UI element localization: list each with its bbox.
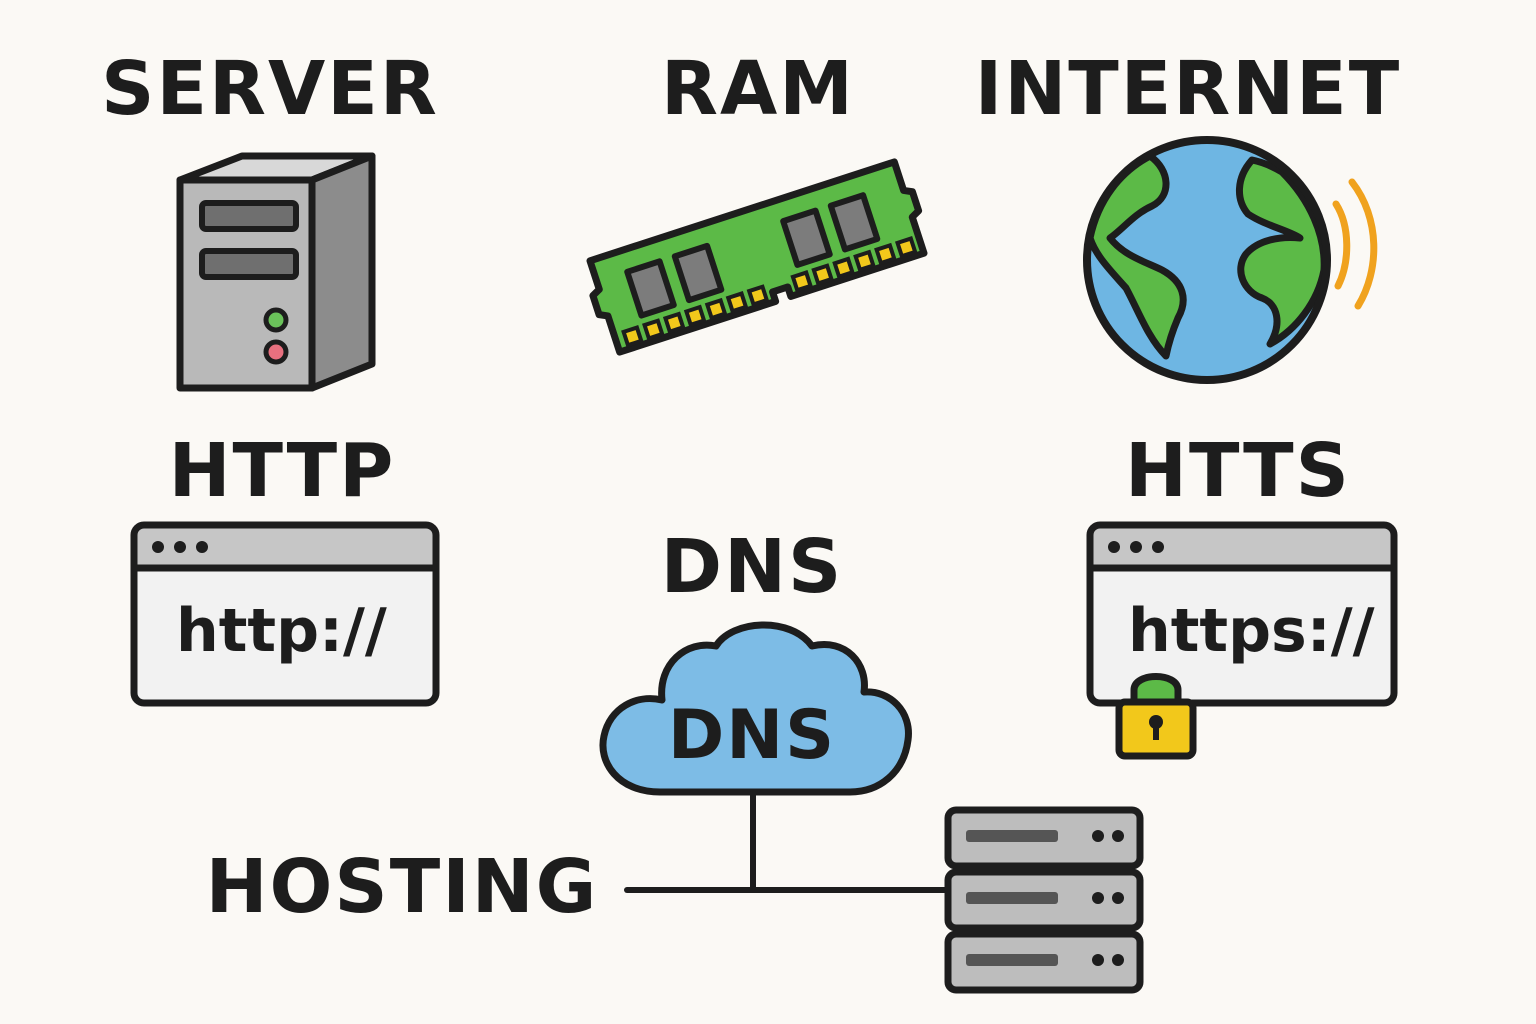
internet-group: INTERNET	[975, 46, 1401, 384]
http-label: HTTP	[169, 428, 396, 514]
cloud-icon: DNS	[599, 621, 912, 796]
server-rack-icon	[944, 806, 1144, 994]
secure-browser-window-icon: https://	[1086, 521, 1398, 760]
server-label: SERVER	[101, 46, 439, 132]
padlock-icon	[1115, 673, 1197, 760]
hosting-group: HOSTING	[206, 806, 1144, 994]
http-group: HTTP http://	[130, 428, 440, 707]
dns-group: DNS DNS	[599, 524, 912, 893]
server-group: SERVER	[101, 46, 439, 392]
https-label: HTTS	[1125, 428, 1351, 514]
ram-group: RAM	[586, 46, 928, 356]
power-led-green	[263, 307, 289, 333]
dns-label: DNS	[661, 524, 844, 610]
ram-module-icon	[586, 158, 928, 356]
http-url-text: http://	[176, 596, 387, 666]
power-led-red	[263, 339, 289, 365]
globe-icon	[1083, 136, 1378, 384]
ram-label: RAM	[661, 46, 855, 132]
https-group: HTTS https://	[1086, 428, 1398, 760]
internet-label: INTERNET	[975, 46, 1401, 132]
hosting-label: HOSTING	[206, 844, 599, 930]
dns-cloud-text: DNS	[668, 696, 836, 775]
https-url-text: https://	[1128, 596, 1375, 666]
signal-waves-icon	[1332, 178, 1378, 310]
server-tower-icon	[176, 152, 376, 392]
browser-window-icon: http://	[130, 521, 440, 707]
